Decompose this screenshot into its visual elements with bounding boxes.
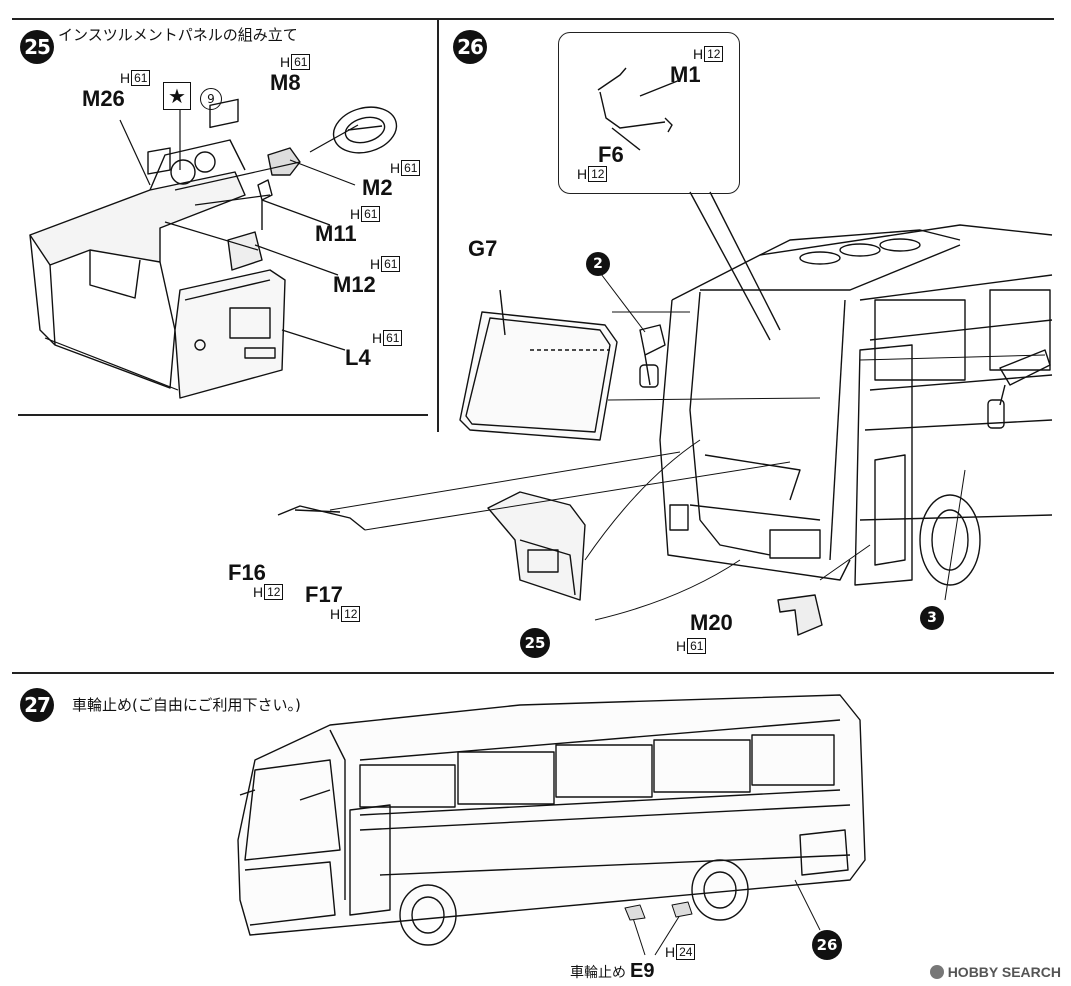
top-border xyxy=(12,18,1054,20)
ref-step-3-badge: 3 xyxy=(920,606,944,630)
part-label-f16: F16 xyxy=(228,560,266,585)
part-label-e9: E9 xyxy=(630,960,655,982)
part-label-m12: M12 xyxy=(333,272,376,297)
part-label-l4: L4 xyxy=(345,345,371,370)
ref-step-25-badge: 25 xyxy=(520,628,550,658)
step-25-badge: 25 xyxy=(20,30,54,64)
wiper-detail-inset xyxy=(558,32,740,194)
part-label-f6: F6 xyxy=(598,142,624,167)
wheel-chock-text: 車輪止め xyxy=(570,965,626,981)
decal-star-icon: ★ xyxy=(163,82,191,110)
m20-part xyxy=(777,594,823,636)
part-label-m26: M26 xyxy=(82,86,125,111)
decal-number-9: 9 xyxy=(200,88,222,110)
bus-front-body xyxy=(659,224,1053,586)
wiper-assembly-m1-f6 xyxy=(597,67,681,151)
console-m12 xyxy=(227,231,263,271)
step-27-badge: 27 xyxy=(20,688,54,722)
shift-lever-m11 xyxy=(257,179,273,230)
horizontal-divider xyxy=(12,672,1054,674)
side-mirror-right xyxy=(987,349,1051,429)
part-label-f17: F17 xyxy=(305,582,343,607)
step-26-badge: 26 xyxy=(453,30,487,64)
step25-bottom-divider xyxy=(18,414,428,416)
wheel-chock-label: 車輪止め E9 xyxy=(570,960,654,983)
part-label-m1: M1 xyxy=(670,62,701,87)
part-label-m20: M20 xyxy=(690,610,733,635)
instrument-panel-assembly xyxy=(487,491,586,601)
bus-side-view xyxy=(237,694,866,946)
part-label-m2: M2 xyxy=(362,175,393,200)
part-label-m11: M11 xyxy=(315,221,357,246)
part-label-g7: G7 xyxy=(468,236,498,261)
hobby-search-watermark: HOBBY SEARCH xyxy=(929,964,1061,980)
ref-step-26-badge: 26 xyxy=(812,930,842,960)
steering-column-m2 xyxy=(267,147,301,176)
wiper-arms-f16-f17 xyxy=(277,505,366,531)
dashboard-base-panel xyxy=(29,98,246,389)
step-27-title: 車輪止め(ご自由にご利用下さい。) xyxy=(72,696,301,714)
watermark-logo-icon xyxy=(929,965,944,979)
part-label-m8: M8 xyxy=(270,70,301,95)
l4-lower-panel xyxy=(174,269,286,399)
steering-wheel-m8 xyxy=(332,106,398,154)
windshield-g7 xyxy=(459,311,618,441)
ref-step-2-badge: 2 xyxy=(586,252,610,276)
vertical-divider xyxy=(437,18,439,432)
step-25-title: インスツルメントパネルの組み立て xyxy=(58,26,298,44)
mirror-bracket xyxy=(639,324,666,388)
